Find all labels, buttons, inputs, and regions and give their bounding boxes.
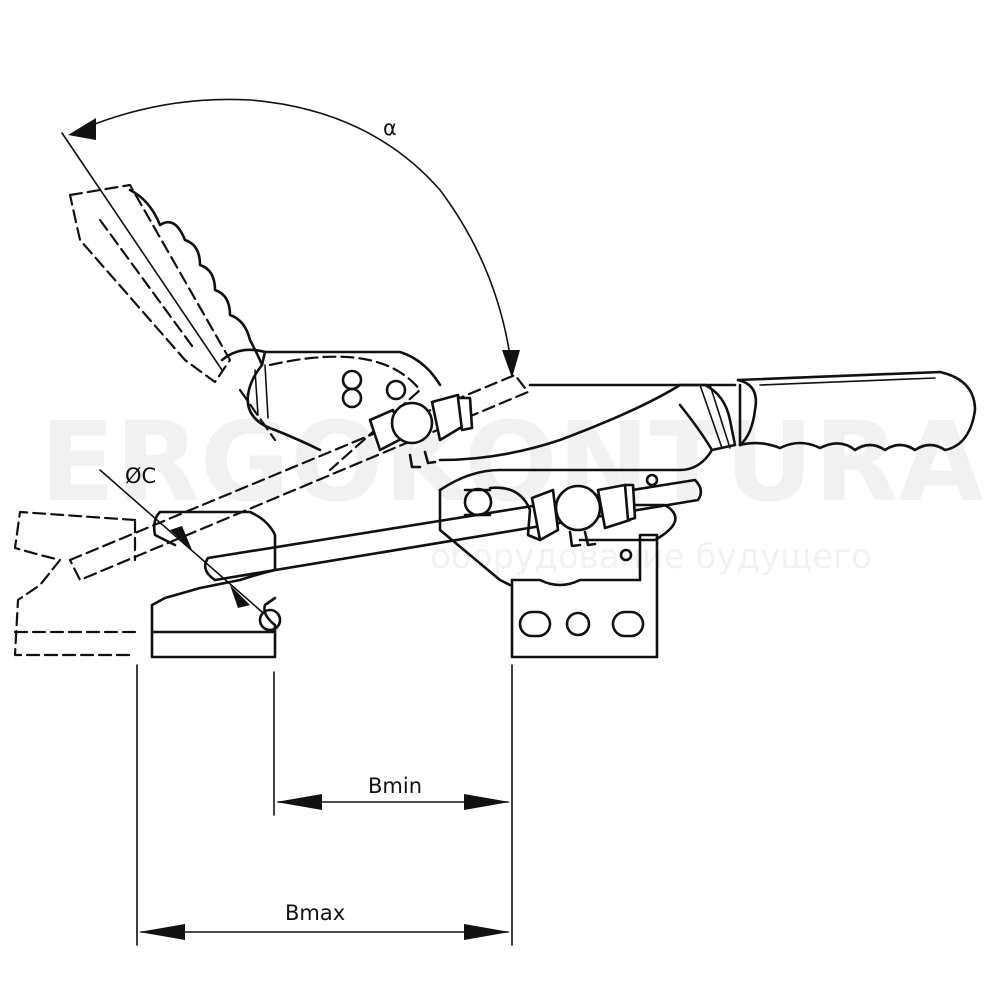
lower-ball-joint bbox=[530, 483, 637, 548]
extension-lines bbox=[136, 664, 513, 946]
angle-arc bbox=[74, 98, 513, 371]
arrow-head-icon bbox=[276, 794, 322, 810]
watermark-tagline: оборудование будущего bbox=[430, 537, 872, 577]
bmax-dimension: Bmax bbox=[139, 901, 510, 940]
slot-icon bbox=[518, 610, 552, 638]
closed-handle bbox=[736, 370, 977, 452]
diameter-dimension: ØC bbox=[99, 464, 263, 613]
open-body-top bbox=[263, 350, 442, 387]
diameter-leader-line bbox=[99, 469, 263, 613]
hole-icon bbox=[385, 379, 407, 401]
diameter-label: ØC bbox=[125, 464, 156, 488]
hole-icon bbox=[341, 387, 363, 409]
spindle-rod bbox=[203, 478, 703, 582]
ball-joint-icon bbox=[390, 401, 434, 445]
arrow-head-icon bbox=[170, 526, 192, 550]
handle-axis-line bbox=[61, 132, 223, 371]
open-position-ghost bbox=[13, 183, 530, 657]
open-handle-body bbox=[68, 183, 232, 384]
jaw-outline bbox=[150, 510, 277, 659]
hole-icon bbox=[341, 369, 363, 391]
bmax-label: Bmax bbox=[285, 901, 345, 925]
arrow-head-icon bbox=[502, 350, 520, 378]
hole-icon bbox=[565, 611, 591, 637]
bmin-dimension: Bmin bbox=[276, 774, 510, 810]
bmin-label: Bmin bbox=[368, 774, 422, 798]
closed-jaw bbox=[150, 510, 282, 659]
base-plate-outline bbox=[510, 533, 659, 659]
slot-icon bbox=[611, 610, 645, 638]
spindle-rod-body bbox=[203, 478, 703, 582]
arrow-head-icon bbox=[464, 924, 510, 940]
handle-grip bbox=[736, 370, 977, 452]
open-jaw-outline bbox=[13, 510, 137, 657]
ball-joint-icon bbox=[554, 484, 602, 532]
arrow-head-icon bbox=[68, 118, 96, 140]
open-spindle bbox=[68, 373, 530, 582]
arrow-head-icon bbox=[464, 794, 510, 810]
open-handle-grip bbox=[128, 188, 264, 367]
watermark: ERGOKONTURA оборудование будущего bbox=[40, 398, 984, 577]
base-plate bbox=[510, 533, 659, 659]
arrow-head-icon bbox=[230, 585, 250, 608]
angle-dimension: α bbox=[68, 98, 520, 378]
open-handle bbox=[128, 188, 442, 452]
watermark-brand: ERGOKONTURA bbox=[40, 398, 984, 526]
angle-label: α bbox=[383, 116, 397, 140]
upper-ball-joint bbox=[368, 393, 474, 469]
arrow-head-icon bbox=[139, 924, 185, 940]
